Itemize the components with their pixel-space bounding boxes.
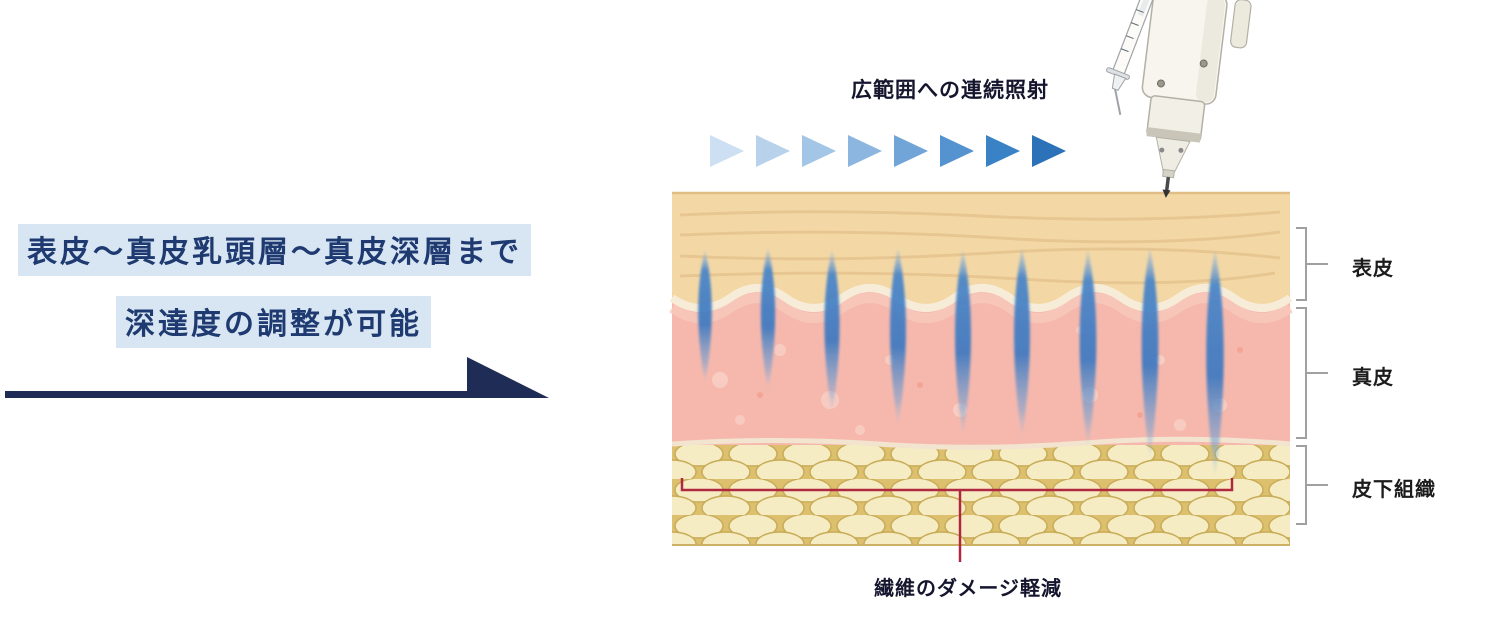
syringe-nozzle [1111,73,1127,92]
syringe-plunger [1137,0,1154,17]
caption-irradiation: 広範囲への連続照射 [851,79,1049,102]
subcutaneous-layer [672,441,1290,546]
syringe-scale [1120,9,1144,53]
layer-brackets [1296,227,1328,525]
headline-line1-text: 表皮～真皮乳頭層～真皮深層まで [18,224,531,276]
label-subcutaneous: 皮下組織 [1352,479,1436,501]
bracket-epidermis [1296,227,1307,301]
device-needle [1164,176,1171,192]
device-needle-tip [1162,189,1171,198]
device-body-shade [1196,0,1225,103]
irradiation-arrows [710,135,1066,167]
device-side-tube [1230,0,1252,49]
device-screw [1156,79,1165,88]
irradiation-arrow [710,135,744,167]
irradiation-arrow [756,135,790,167]
irradiation-arrow [802,135,836,167]
device-screw [1199,59,1208,68]
irradiation-arrow [894,135,928,167]
bracket-dermis [1296,307,1307,439]
syringe-connector [1114,89,1122,116]
caption-fiber-damage: 繊維のダメージ軽減 [874,578,1062,600]
device-screw [1178,147,1184,153]
label-epidermis: 表皮 [1352,258,1394,280]
irradiation-arrow [848,135,882,167]
epidermis-layer [672,191,1290,318]
handpiece-device [1106,0,1252,198]
headline-line2-text: 深達度の調整が可能 [116,296,431,348]
irradiation-arrow [940,135,974,167]
headline-line2: 深達度の調整が可能 [116,296,431,348]
irradiation-arrow [1032,135,1066,167]
arrow-line [5,391,469,398]
label-dermis: 真皮 [1352,367,1394,389]
irradiation-arrow [986,135,1020,167]
headline-line1: 表皮～真皮乳頭層～真皮深層まで [18,224,531,276]
arrow-head-icon [467,357,549,398]
syringe [1106,0,1158,116]
device-cone [1155,136,1191,174]
bracket-subcutaneous [1296,445,1307,525]
fiber-damage-bracket [680,478,1234,562]
device-collet [1162,168,1175,179]
device-screw [1159,147,1165,153]
skin-diagram-svg [660,0,1328,562]
device-band [1146,127,1202,143]
